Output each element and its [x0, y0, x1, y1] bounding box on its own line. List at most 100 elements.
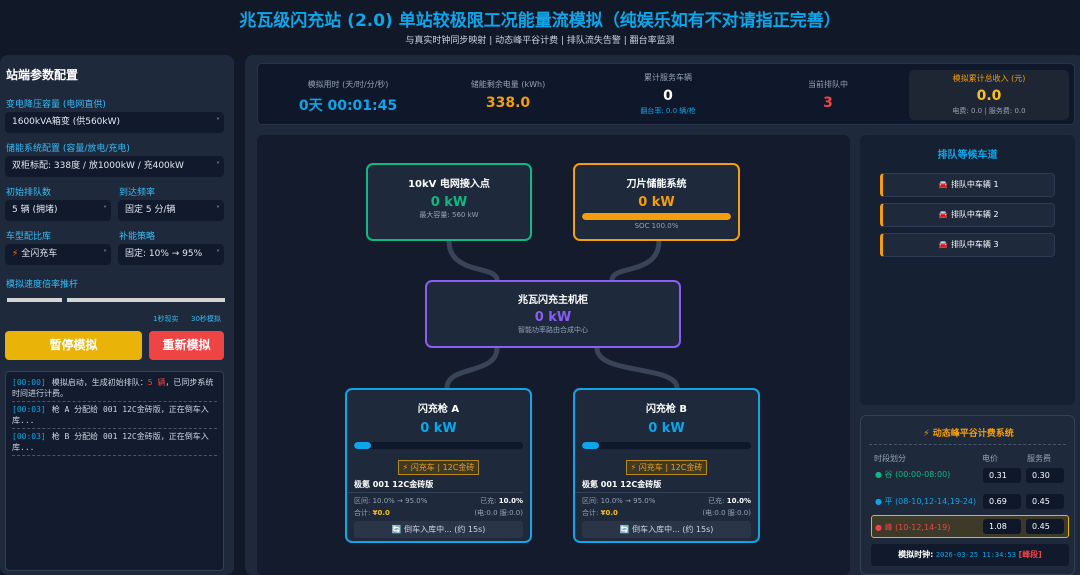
grid-node: 10kV 电网接入点 0 kW 最大容量: 560 kW	[366, 163, 532, 241]
stat-value: 0.0	[976, 88, 1002, 104]
queue-select[interactable]: 5 辆 (拥堵)	[5, 200, 111, 221]
host-to-gun-b-line	[594, 347, 680, 389]
vehicle-tag: ⚡ 闪充车 | 12C金砖	[625, 460, 708, 475]
gun-title: 闪充枪 B	[645, 404, 688, 415]
speed-slider[interactable]	[67, 298, 225, 302]
storage-label: 储能系统配置 (容量/放电/充电)	[6, 144, 130, 154]
period-valley: ● 谷 (00:00-08:00)	[875, 470, 951, 479]
soc-bar	[582, 213, 731, 220]
lightning-icon: ⚡	[12, 249, 22, 259]
refresh-icon: 🔄	[619, 525, 633, 534]
current-period: [峰段]	[1018, 550, 1042, 559]
pricing-header: ⚡ 动态峰平谷计费系统	[861, 426, 1076, 439]
pricing-panel: ⚡ 动态峰平谷计费系统 时段划分 电价 服务费 ● 谷 (00:00-08:00…	[860, 415, 1075, 575]
valley-fee-input[interactable]: 0.30	[1026, 468, 1064, 483]
clock-label: 模拟时钟:	[898, 550, 934, 559]
node-title: 兆瓦闪充主机柜	[518, 295, 588, 306]
sim-clock: 模拟时钟: 2026-03-25 11:34:53 [峰段]	[871, 544, 1069, 566]
period-flat: ● 平 (08-10,12-14,19-24)	[875, 497, 977, 506]
total-label: 合计:	[582, 509, 599, 517]
car-model: 极氪 001 12C金砖版	[575, 475, 751, 493]
log-time: [00:03]	[12, 432, 46, 441]
log-highlight: 5 辆	[147, 378, 166, 387]
lightning-icon: ⚡	[923, 429, 933, 439]
flat-fee-input[interactable]: 0.45	[1026, 494, 1064, 509]
queue-label: 初始排队数	[6, 188, 52, 198]
flow-connectors	[444, 240, 680, 389]
mix-select[interactable]: ⚡ 全闪充车	[5, 244, 111, 265]
log-text-rest: ，已同步系统时间进行计费。	[12, 378, 214, 398]
stat-label: 模拟用时 (天/时/分/秒)	[307, 80, 389, 89]
mix-label: 车型配比库	[6, 232, 52, 242]
peak-price-input[interactable]: 1.08	[983, 519, 1021, 534]
gun-power: 0 kW	[420, 421, 457, 436]
storage-select[interactable]: 双柜标配: 338度 / 放1000kW / 充400kW	[5, 156, 224, 177]
stats-bar: 模拟用时 (天/时/分/秒)0天 00:01:45 储能剩余电量 (kWh)33…	[257, 63, 1075, 125]
storage-node: 刀片储能系统 0 kW SOC 100.0%	[573, 163, 740, 241]
event-log: [00:00]模拟启动，生成初始排队：5 辆，已同步系统时间进行计费。 [00:…	[5, 371, 224, 571]
revenue-breakdown: 电费: 0.0 | 服务费: 0.0	[952, 107, 1026, 115]
clock-value: 2026-03-25 11:34:53	[935, 551, 1016, 559]
log-time: [00:00]	[12, 378, 46, 387]
queue-item-label: 排队中车辆 3	[950, 240, 999, 249]
speed-label: 模拟速度倍率推杆	[6, 280, 79, 290]
flat-price-input[interactable]: 0.69	[983, 494, 1021, 509]
gun-progress	[354, 442, 523, 449]
total-value: ¥0.0	[372, 509, 390, 517]
peak-fee-input[interactable]: 0.45	[1026, 519, 1064, 534]
gun-progress	[582, 442, 751, 449]
arrival-label: 到达频率	[119, 188, 156, 198]
valley-price-input[interactable]: 0.31	[983, 468, 1021, 483]
total-label: 合计:	[354, 509, 371, 517]
log-entry: [00:03]枪 B 分配给 001 12C金砖版，正在倒车入库...	[12, 429, 217, 456]
speed-slider-left[interactable]	[7, 298, 62, 302]
queue-item: 🚘 排队中车辆 1	[880, 173, 1055, 197]
restart-button[interactable]: 重新模拟	[149, 331, 224, 360]
stat-label: 储能剩余电量 (kWh)	[470, 80, 546, 89]
col-period: 时段划分	[874, 454, 906, 463]
strategy-label: 补能策略	[119, 232, 156, 242]
page-title: 兆瓦级闪充站 (2.0) 单站较极限工况能量流模拟（纯娱乐如有不对请指正完善）	[239, 11, 841, 31]
queue-panel: 排队等候车道 🚘 排队中车辆 1 🚘 排队中车辆 2 🚘 排队中车辆 3	[860, 135, 1075, 405]
gun-status: 🔄 倒车入库中... (约 15s)	[354, 521, 523, 538]
mix-value: 全闪充车	[21, 249, 58, 259]
soc-label: 已充:	[708, 497, 725, 505]
divider	[869, 444, 1066, 445]
stat-label: 当前排队中	[808, 80, 848, 89]
stat-label: 累计服务车辆	[644, 73, 692, 82]
gun-status: 🔄 倒车入库中... (约 15s)	[582, 521, 751, 538]
log-text: 枪 A 分配给 001 12C金砖版，正在倒车入库...	[12, 405, 209, 425]
config-title: 站端参数配置	[6, 68, 79, 82]
node-power: 0 kW	[430, 195, 468, 210]
node-sub: 智能功率路由合成中心	[518, 326, 588, 334]
queue-item: 🚘 排队中车辆 2	[880, 203, 1055, 227]
col-fee: 服务费	[1027, 454, 1051, 463]
arrival-select[interactable]: 固定 5 分/辆	[118, 200, 224, 221]
pause-button[interactable]: 暂停模拟	[5, 331, 142, 360]
car-model: 极氪 001 12C金砖版	[347, 475, 523, 493]
col-price: 电价	[982, 454, 998, 463]
gun-power: 0 kW	[648, 421, 685, 436]
host-node: 兆瓦闪充主机柜 0 kW 智能功率路由合成中心	[425, 280, 681, 348]
node-sub: 最大容量: 560 kW	[419, 211, 479, 219]
node-power: 0 kW	[534, 310, 572, 325]
strategy-select[interactable]: 固定: 10% → 95%	[118, 244, 224, 265]
node-sub: SOC 100.0%	[634, 222, 679, 230]
turnover-rate: 翻台率: 0.0 辆/枪	[640, 107, 696, 115]
car-icon: 🚘	[938, 180, 951, 189]
charge-range: 区间: 10.0% → 95.0%	[582, 497, 656, 505]
fee-breakdown: (电:0.0 服:0.0)	[702, 509, 751, 517]
grid-to-host-line	[446, 240, 500, 281]
transformer-select[interactable]: 1600kVA箱变 (供560kW)	[5, 112, 224, 133]
charge-range: 区间: 10.0% → 95.0%	[354, 497, 428, 505]
speed-min: 1秒现实	[153, 315, 179, 323]
refresh-icon: 🔄	[391, 525, 405, 534]
queue-title: 排队等候车道	[937, 150, 998, 161]
transformer-label: 变电降压容量 (电网直供)	[6, 100, 106, 110]
period-peak: ● 峰 (10-12,14-19)	[875, 523, 951, 532]
queue-item-label: 排队中车辆 1	[950, 180, 999, 189]
page-subtitle: 与真实时钟同步映射 | 动态峰平谷计费 | 排队流失告警 | 翻台率监测	[405, 36, 675, 46]
speed-max: 30秒模拟	[191, 315, 221, 323]
